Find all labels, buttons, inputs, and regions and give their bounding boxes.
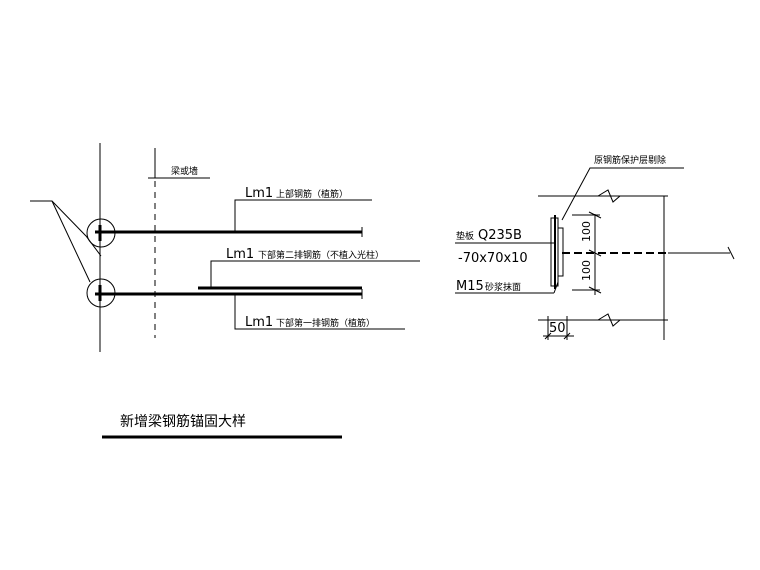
cover-leader [561,167,684,221]
top-rebar-label: 上部钢筋（植筋） [276,188,348,200]
top-rebar-prefix: Lm1 [245,186,273,201]
width-dim-tick-left [544,332,552,340]
top-rebar-leader [234,199,372,232]
left-leader-line [30,200,102,257]
detail-title-block: 新增梁钢筋锚固大样 [102,413,342,439]
dim-tick-mid [588,249,602,257]
second-row-label: 下部第二排钢筋（不植入光柱） [258,249,384,261]
dim-top-label: 100 [580,221,593,242]
mortar-label: 砂浆抹面 [485,281,521,293]
plate-prefix: 垫板 [456,230,474,242]
beam-side-label: 梁或墙 [171,165,198,177]
bottom-break-mark [597,313,621,327]
left-leader-line-lower [51,200,91,283]
cover-label: 原钢筋保护层剔除 [594,154,666,166]
right-detail: 原钢筋保护层剔除 垫板 Q235B -70x70x10 M15 砂浆抹面 100… [455,154,735,340]
rebar-break-tick [727,246,735,260]
width-dim-label: 50 [549,321,566,336]
plate-grade: Q235B [478,228,522,243]
bottom-row-leader [234,294,405,330]
mortar-prefix: M15 [456,279,484,294]
left-detail: 梁或墙 Lm1 上部钢筋（植筋） Lm1 下部第二排钢筋（不植入光柱） Lm1 … [30,143,420,352]
top-break-mark [597,189,621,203]
width-dim-tick-right [563,332,571,340]
dim-bottom-label: 100 [580,260,593,281]
plate-size: -70x70x10 [458,251,528,266]
detail-title: 新增梁钢筋锚固大样 [120,413,246,430]
second-row-prefix: Lm1 [226,247,254,262]
bottom-row-label: 下部第一排钢筋（植筋） [276,317,375,329]
second-row-leader [210,260,420,288]
mortar-leader-tip [553,281,559,294]
bottom-row-prefix: Lm1 [245,315,273,330]
